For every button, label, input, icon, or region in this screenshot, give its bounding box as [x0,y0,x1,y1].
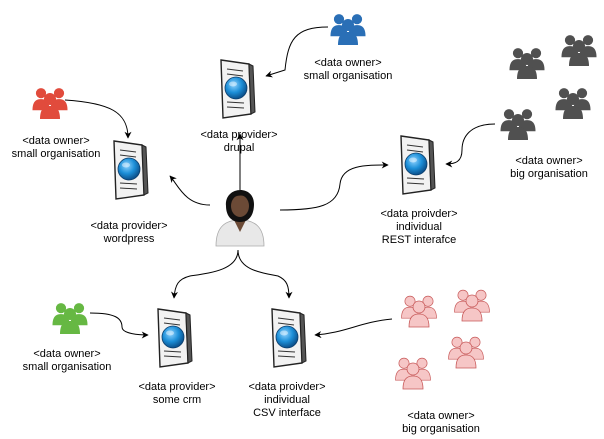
user-group-icon [501,35,597,140]
edge-person-to-rest [279,161,389,211]
document-globe-icon [271,308,307,368]
edge-owner-green-to-crm [89,312,149,339]
edge-owner-blue-to-drupal [265,26,329,78]
owner-blue-label: <data owner> small organisation [303,57,393,82]
edge-person-to-crm [170,249,239,299]
owner-dark-label: <data owner> big organisation [510,155,588,180]
provider-rest-label: <data proivder> individual REST interafc… [380,208,458,246]
document-globe-icon [113,140,149,200]
edge-person-to-csv [237,249,293,299]
user-group-icon [53,303,88,334]
edge-person-to-wordpress [169,175,211,206]
owner-pink-label: <data owner> big organisation [402,410,480,435]
provider-wordpress-label: <data provider> wordpress [90,220,168,245]
provider-drupal-label: <data provider> drupal [200,129,278,154]
edge-owner-red-to-wordpress [64,99,132,139]
document-globe-icon [157,308,193,368]
user-group-icon [331,14,366,45]
user-group-icon [396,290,490,389]
owner-green-label: <data owner> small organisation [22,348,112,373]
document-globe-icon [220,59,256,119]
person-icon [215,189,265,247]
provider-crm-label: <data provider> some crm [138,381,216,406]
owner-red-label: <data owner> small organisation [11,135,101,160]
connectors [64,26,496,339]
user-group-icon [33,88,68,119]
provider-csv-label: <data proivder> individual CSV interface [248,381,326,419]
edge-owner-dark-to-rest [445,123,496,168]
document-globe-icon [400,135,436,195]
edge-owner-pink-to-csv [314,318,393,339]
